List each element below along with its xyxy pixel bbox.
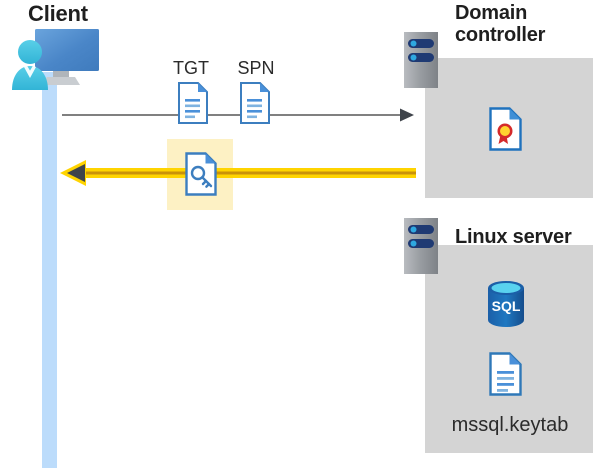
tgt-document-icon: [178, 82, 208, 124]
linux-server-icon: [404, 218, 438, 274]
tgt-label: TGT: [173, 58, 209, 78]
domain-controller-server-icon: [404, 32, 438, 88]
linux-server-label: Linux server: [455, 226, 572, 248]
domain-controller-label: Domain controller: [455, 2, 546, 47]
linux-server-panel: [425, 245, 593, 453]
keytab-filename-label: mssql.keytab: [451, 414, 569, 436]
spn-label: SPN: [237, 58, 275, 78]
svg-text:SQL: SQL: [492, 298, 521, 314]
response-arrow: [60, 158, 416, 188]
certificate-document-icon: [489, 107, 522, 151]
keytab-document-icon: [489, 352, 522, 396]
client-lifeline-bar: [42, 72, 57, 468]
key-document-icon: [185, 152, 217, 196]
client-label: Client: [28, 1, 88, 26]
request-arrow: [62, 108, 414, 122]
spn-document-icon: [240, 82, 270, 124]
sql-database-icon: SQL: [484, 280, 528, 328]
client-workstation-icon: [6, 26, 110, 90]
